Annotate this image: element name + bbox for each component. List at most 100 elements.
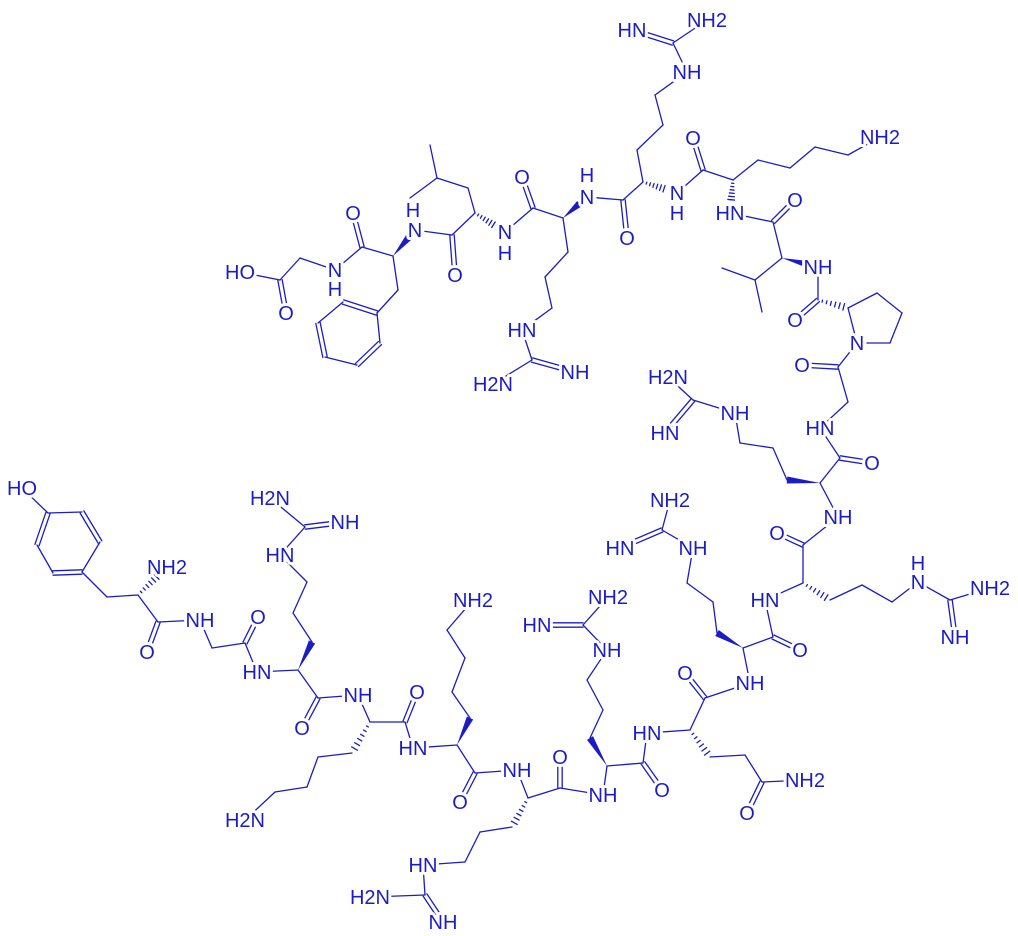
single-bond — [451, 691, 471, 719]
atom-label-nh: NH — [804, 257, 833, 279]
single-bond — [757, 159, 791, 169]
atom-label-h: H — [911, 553, 925, 575]
single-bond — [286, 561, 308, 583]
single-bond — [672, 24, 700, 44]
single-bond — [721, 267, 756, 281]
single-bond — [500, 359, 533, 380]
single-bond — [446, 629, 466, 659]
atom-label-nh2: NH2 — [860, 127, 900, 149]
double-bond — [34, 511, 47, 545]
hashed-bond — [696, 739, 701, 744]
atom-label-o: O — [250, 607, 266, 629]
hashed-bond — [510, 820, 518, 826]
atom-label-o: O — [552, 747, 568, 769]
single-bond — [292, 581, 308, 614]
single-bond — [926, 586, 951, 601]
atom-label-o: O — [787, 310, 803, 332]
atom-label-h2n: H2N — [225, 810, 265, 832]
atom-label-h: H — [580, 165, 594, 187]
double-bond — [531, 357, 567, 368]
double-bond — [629, 531, 664, 547]
double-bond — [357, 343, 383, 368]
single-bond — [674, 383, 694, 401]
single-bond — [814, 146, 849, 156]
hashed-bond — [513, 816, 520, 821]
hashed-bond — [359, 733, 365, 737]
atom-label-nh: NH — [593, 640, 622, 662]
single-bond — [589, 709, 604, 739]
hashed-bond — [518, 808, 524, 813]
single-bond — [889, 312, 903, 344]
single-bond — [297, 669, 319, 699]
single-bond — [704, 685, 742, 699]
atom-label-h2n: H2N — [648, 367, 688, 389]
single-bond — [773, 582, 804, 597]
double-bond — [281, 278, 288, 304]
double-bond — [748, 780, 761, 804]
single-bond — [392, 255, 399, 291]
single-bond — [891, 587, 911, 603]
atom-label-nh: NH — [186, 610, 215, 632]
atom-label-nh: NH — [429, 912, 458, 934]
atom-label-h: H — [670, 203, 684, 225]
single-bond — [467, 187, 476, 214]
double-bond — [640, 763, 656, 784]
atom-label-nh2: NH2 — [785, 770, 825, 792]
hashed-bond — [812, 587, 817, 593]
single-bond — [661, 509, 669, 531]
single-bond — [157, 619, 191, 623]
double-bond — [773, 634, 793, 645]
atom-label-nh2: NH2 — [687, 10, 727, 32]
double-bond — [52, 569, 83, 572]
single-bond — [603, 765, 608, 786]
atom-label-o: O — [739, 803, 755, 825]
single-bond — [544, 276, 553, 309]
atom-label-h: H — [328, 279, 342, 301]
wedge-bond — [782, 258, 810, 268]
atom-label-hn: HN — [508, 320, 537, 342]
double-bond — [79, 512, 99, 544]
atom-label-nh: NH — [721, 403, 750, 425]
hashed-bond — [645, 181, 648, 185]
atom-label-nh: NH — [736, 673, 765, 695]
bonds — [28, 24, 982, 916]
single-bond — [249, 273, 281, 281]
double-bond — [246, 626, 257, 645]
atom-label-nh: NH — [331, 512, 360, 534]
single-bond — [532, 207, 564, 219]
hashed-bond — [691, 732, 695, 736]
atom-label-o: O — [278, 303, 294, 325]
double-bond — [242, 624, 253, 643]
atom-label-nh: NH — [941, 627, 970, 649]
single-bond — [744, 754, 763, 783]
single-bond — [582, 624, 601, 644]
atom-label-hn: HN — [633, 723, 662, 745]
hashed-bond — [153, 573, 160, 581]
single-bond — [317, 301, 344, 324]
atom-label-h2n: H2N — [350, 887, 390, 909]
hashed-bond — [693, 736, 698, 740]
single-bond — [106, 594, 139, 598]
single-bond — [479, 826, 513, 833]
single-bond — [742, 636, 774, 649]
single-bond — [317, 695, 349, 699]
double-bond — [800, 297, 818, 313]
hashed-bond — [362, 729, 367, 733]
hashed-bond — [662, 184, 666, 193]
double-bond — [151, 622, 161, 645]
double-bond — [669, 397, 692, 425]
single-bond — [772, 221, 783, 259]
single-bond — [636, 124, 664, 151]
double-bond — [406, 701, 416, 724]
atom-label-nh: NH — [824, 507, 853, 529]
hashed-bond — [150, 577, 157, 583]
double-bond — [786, 534, 805, 544]
atom-label-o: O — [294, 718, 310, 740]
single-bond — [277, 503, 306, 528]
atom-label-o: O — [685, 128, 701, 150]
single-bond — [847, 292, 878, 309]
atom-label-n: N — [498, 222, 512, 244]
single-bond — [376, 312, 381, 344]
atom-label-o: O — [345, 203, 361, 225]
single-bond — [36, 544, 54, 574]
